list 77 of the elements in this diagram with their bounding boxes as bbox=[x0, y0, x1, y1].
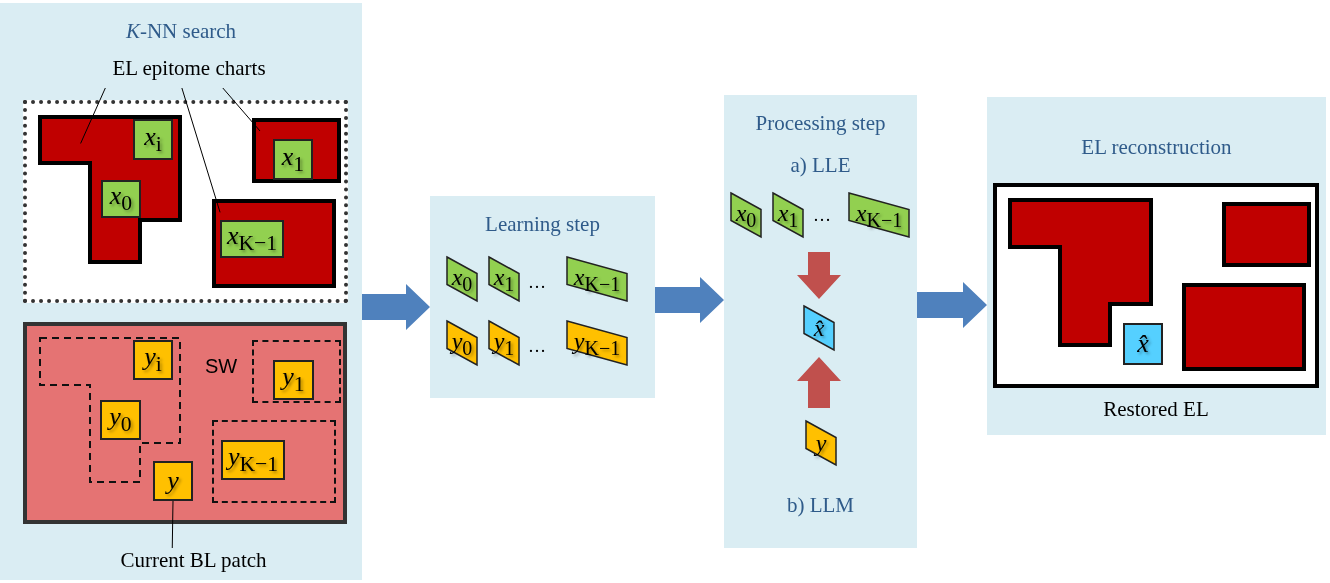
patch-square bbox=[101, 180, 141, 218]
panel-title: EL reconstruction bbox=[1080, 135, 1233, 160]
patch-square bbox=[221, 440, 285, 480]
patch-card bbox=[848, 192, 910, 238]
math-symbol: x$_{i}$ bbox=[144, 123, 162, 156]
math-symbol: y bbox=[815, 431, 827, 455]
math-symbol: y$_{0}$ bbox=[109, 404, 132, 436]
leader-line bbox=[171, 500, 174, 549]
patch-card bbox=[805, 420, 837, 466]
math-symbol: y$_{1}$ bbox=[282, 364, 305, 396]
ellipsis: … bbox=[528, 336, 546, 357]
leader-line bbox=[222, 87, 261, 132]
chart-region bbox=[1222, 202, 1311, 267]
patch-square bbox=[273, 139, 313, 180]
leader-line bbox=[181, 87, 221, 213]
dotted-frame bbox=[23, 100, 348, 303]
step-panel bbox=[724, 95, 917, 548]
math-symbol: x̂ bbox=[1137, 331, 1149, 357]
math-symbol: y$_{i}$ bbox=[144, 344, 162, 376]
panel-title: Processing step bbox=[754, 111, 887, 136]
patch-card bbox=[488, 256, 520, 302]
step-label: a) LLE bbox=[789, 153, 852, 178]
panel-title: Learning step bbox=[484, 212, 601, 237]
patch-square bbox=[1123, 323, 1163, 365]
window-label: SW bbox=[205, 355, 238, 378]
caption-text: Restored EL bbox=[1102, 397, 1210, 422]
patch-card bbox=[730, 192, 762, 238]
step-panel bbox=[0, 3, 362, 580]
image-panel bbox=[23, 322, 347, 524]
step-panel bbox=[430, 196, 655, 398]
step-label: b) LLM bbox=[785, 493, 856, 518]
search-window bbox=[212, 420, 336, 503]
math-symbol: y$_{K−1}$ bbox=[573, 328, 621, 358]
step-panel bbox=[987, 97, 1326, 435]
patch-card bbox=[446, 320, 478, 366]
block-arrow bbox=[655, 277, 724, 323]
caption-text: Current BL patch bbox=[119, 548, 268, 573]
patch-square bbox=[100, 400, 141, 440]
math-symbol: x$_{0}$ bbox=[109, 183, 133, 215]
ellipsis: … bbox=[813, 205, 831, 226]
panel-title: K-NN search bbox=[124, 19, 238, 44]
patch-card bbox=[566, 320, 628, 366]
patch-card bbox=[772, 192, 804, 238]
block-arrow bbox=[362, 284, 430, 330]
math-symbol: x$_{0}$ bbox=[735, 200, 757, 230]
chart-region bbox=[40, 117, 180, 264]
patch-square bbox=[220, 220, 284, 258]
leader-line bbox=[80, 87, 106, 144]
patch-square bbox=[133, 340, 173, 380]
block-arrow bbox=[797, 357, 841, 408]
math-symbol: x$_{1}$ bbox=[493, 264, 515, 294]
math-symbol: y$_{0}$ bbox=[451, 328, 473, 358]
ellipsis: … bbox=[528, 272, 546, 293]
patch-square bbox=[273, 360, 314, 400]
block-arrow bbox=[917, 282, 987, 328]
math-symbol: y$_{1}$ bbox=[493, 328, 515, 358]
patch-card bbox=[803, 305, 835, 351]
patch-square bbox=[153, 461, 193, 501]
math-symbol: y$_{K−1}$ bbox=[227, 444, 279, 476]
caption-text: EL epitome charts bbox=[111, 56, 267, 81]
math-symbol: y bbox=[167, 468, 179, 494]
chart-region bbox=[1182, 283, 1306, 371]
math-symbol: x$_{0}$ bbox=[451, 264, 473, 294]
math-symbol: x$_{1}$ bbox=[281, 143, 305, 176]
math-symbol: x$_{K−1}$ bbox=[226, 223, 278, 255]
patch-card bbox=[446, 256, 478, 302]
math-symbol: x$_{K−1}$ bbox=[855, 200, 903, 230]
math-symbol: x$_{1}$ bbox=[777, 200, 799, 230]
patch-card bbox=[488, 320, 520, 366]
search-window bbox=[252, 340, 341, 403]
chart-region bbox=[212, 199, 336, 288]
patch-card bbox=[566, 256, 628, 302]
block-arrow bbox=[797, 252, 841, 299]
patch-square bbox=[133, 119, 173, 160]
chart-region bbox=[252, 118, 341, 183]
math-symbol: x̂ bbox=[813, 316, 825, 340]
math-symbol: x$_{K−1}$ bbox=[573, 264, 621, 294]
